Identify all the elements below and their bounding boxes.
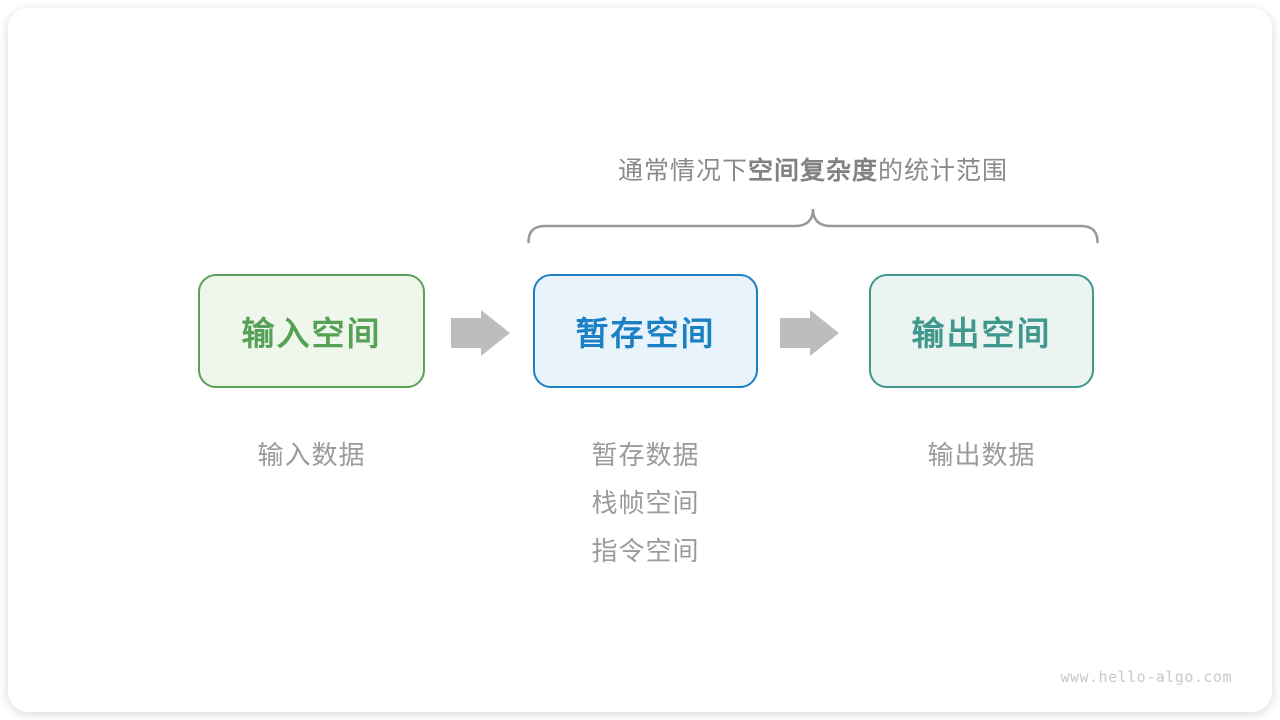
buffer-space-label: 暂存空间 (575, 315, 716, 352)
caption-line: 输入数据 (257, 440, 366, 470)
title-emphasis: 空间复杂度 (747, 157, 878, 185)
curly-brace-icon (527, 208, 1099, 244)
title-suffix: 的统计范围 (878, 157, 1009, 185)
diagram-card: 通常情况下空间复杂度的统计范围 输入空间 暂存空间 输出空间 输入数据 暂存数据… (8, 8, 1272, 712)
title-prefix: 通常情况下 (617, 157, 748, 185)
input-space-box: 输入空间 (198, 274, 425, 388)
caption-line: 指令空间 (591, 536, 700, 566)
watermark: www.hello-algo.com (1060, 668, 1232, 686)
output-space-box: 输出空间 (869, 274, 1094, 388)
output-space-label: 输出空间 (911, 315, 1052, 352)
caption-line: 暂存数据 (591, 440, 700, 470)
arrow-right-icon (780, 310, 839, 356)
caption-line: 输出数据 (927, 440, 1036, 470)
buffer-space-caption: 暂存数据 栈帧空间 指令空间 (533, 431, 758, 575)
arrow-right-icon (451, 310, 510, 356)
input-space-label: 输入空间 (241, 315, 382, 352)
diagram-title: 通常情况下空间复杂度的统计范围 (527, 151, 1099, 187)
input-space-caption: 输入数据 (198, 431, 425, 479)
buffer-space-box: 暂存空间 (533, 274, 758, 388)
caption-line: 栈帧空间 (591, 488, 700, 518)
output-space-caption: 输出数据 (869, 431, 1094, 479)
